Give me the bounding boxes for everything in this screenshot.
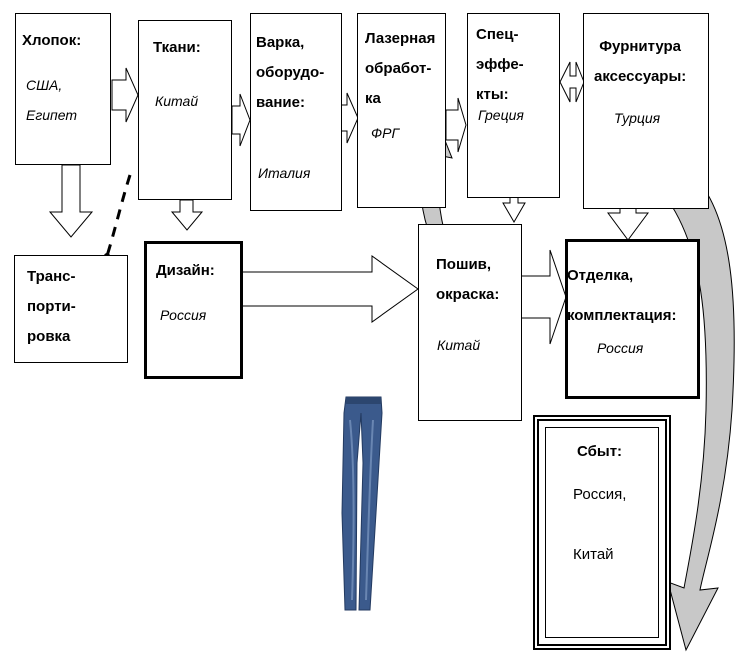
boiling-country: Италия bbox=[258, 165, 311, 181]
arrow-fabric-to-design bbox=[170, 199, 204, 231]
fabric-country: Китай bbox=[155, 93, 199, 109]
finishing-box bbox=[565, 239, 700, 399]
arrow-boiling-to-laser bbox=[340, 92, 359, 144]
transport-box bbox=[14, 255, 128, 363]
cotton-title: Хлопок: bbox=[22, 32, 82, 49]
sewing-box bbox=[418, 224, 522, 421]
boiling-box bbox=[250, 13, 342, 211]
effects-title: Спец- эффе- кты: bbox=[476, 26, 524, 103]
jeans-image bbox=[341, 396, 383, 611]
dashed-connector bbox=[105, 174, 132, 257]
arrow-sewing-to-finishing bbox=[522, 249, 567, 345]
hardware-title: Фурнитура аксессуары: bbox=[594, 38, 687, 85]
arrow-cotton-to-fabric bbox=[111, 67, 139, 123]
arrow-cotton-to-transport bbox=[48, 164, 94, 238]
cotton-country: США, Египет bbox=[26, 77, 78, 123]
laser-title: Лазерная обработ- ка bbox=[365, 30, 436, 107]
design-country: Россия bbox=[160, 307, 207, 323]
cotton-box bbox=[15, 13, 111, 165]
finishing-country: Россия bbox=[597, 340, 644, 356]
arrow-laser-to-effects bbox=[445, 97, 467, 153]
sales-inner-frame bbox=[545, 427, 659, 638]
sewing-country: Китай bbox=[437, 337, 481, 353]
arrow-fabric-to-boiling bbox=[231, 93, 251, 147]
sewing-title: Пошив, окраска: bbox=[436, 256, 500, 303]
fabric-box bbox=[138, 20, 232, 200]
laser-box bbox=[357, 13, 446, 208]
finishing-title: Отделка, комплектация: bbox=[567, 267, 677, 324]
design-box bbox=[144, 241, 243, 379]
big-curved-arrow bbox=[667, 169, 735, 652]
hardware-box bbox=[583, 13, 709, 209]
transport-title: Транс- порти- ровка bbox=[27, 268, 76, 345]
design-title: Дизайн: bbox=[156, 262, 215, 279]
sales-countries: Россия, Китай bbox=[573, 486, 627, 563]
hardware-country: Турция bbox=[614, 110, 661, 126]
arrow-effects-hardware-double bbox=[559, 61, 585, 103]
effects-country: Греция bbox=[478, 107, 524, 123]
sales-title: Сбыт: bbox=[577, 443, 623, 460]
effects-box bbox=[467, 13, 560, 198]
boiling-title: Варка, оборудо- вание: bbox=[256, 34, 325, 111]
laser-country: ФРГ bbox=[371, 125, 400, 141]
arrow-design-to-sewing bbox=[242, 255, 419, 323]
fabric-title: Ткани: bbox=[153, 39, 201, 56]
